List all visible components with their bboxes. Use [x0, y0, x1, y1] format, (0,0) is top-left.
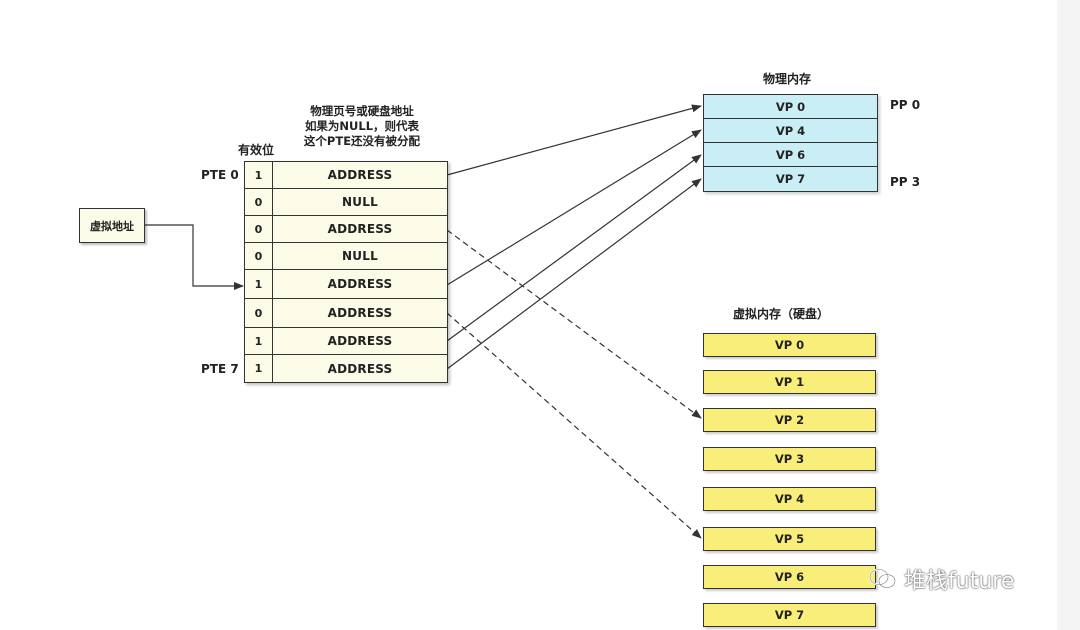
address-header-line-1: 物理页号或硬盘地址	[310, 104, 414, 118]
pte4-to-pp1-arrow	[446, 129, 702, 286]
pte5-to-disk-vp5-arrow	[446, 312, 702, 539]
pte-valid-bit: 1	[245, 328, 273, 354]
pte6-to-pp2-arrow	[446, 154, 702, 342]
pte-valid-bit: 1	[245, 162, 273, 188]
pte-address: ADDRESS	[327, 277, 393, 291]
virtual-address-box: 虚拟地址	[79, 208, 145, 243]
pte-address: NULL	[342, 249, 378, 263]
pte-valid-bit: 0	[245, 243, 273, 269]
pte-address: ADDRESS	[327, 168, 393, 182]
pte7-to-pp3-arrow	[446, 178, 702, 370]
disk-page: VP 4	[703, 487, 876, 511]
pte-row-5: 0 ADDRESS	[245, 299, 447, 328]
pte-valid-bit: 0	[245, 216, 273, 242]
pte-valid-bit: 1	[245, 355, 273, 382]
pte-address: ADDRESS	[327, 334, 393, 348]
pte-first-label: PTE 0	[201, 168, 239, 182]
pte-row-0: 1 ADDRESS	[245, 162, 447, 189]
pte-address: ADDRESS	[327, 306, 393, 320]
disk-page: VP 3	[703, 447, 876, 471]
disk-page: VP 5	[703, 527, 876, 551]
watermark-text: 堆栈future	[904, 569, 1015, 594]
physical-page: VP 7	[775, 172, 806, 186]
valid-bit-header: 有效位	[238, 143, 275, 157]
pte-row-4: 1 ADDRESS	[245, 270, 447, 299]
pte-address: NULL	[342, 195, 378, 209]
physical-memory: VP 0 VP 4 VP 6 VP 7	[703, 94, 878, 192]
disk-page: VP 2	[703, 408, 876, 432]
disk-page: VP 1	[703, 370, 876, 394]
physical-page: VP 6	[704, 143, 877, 167]
pp-last-label: PP 3	[890, 175, 921, 189]
address-header-line-3: 这个PTE还没有被分配	[303, 134, 421, 148]
pte-valid-bit: 0	[245, 299, 273, 327]
pte-row-7: 1 ADDRESS	[245, 355, 447, 382]
pte-row-1: 0 NULL	[245, 189, 447, 216]
disk-page: VP 7	[703, 603, 876, 627]
page-table: 1 ADDRESS 0 NULL 0 ADDRESS 0 NULL 1 ADDR…	[244, 161, 448, 383]
disk-page: VP 0	[703, 333, 876, 357]
pte0-to-pp0-arrow	[446, 104, 702, 176]
pte-address: ADDRESS	[327, 361, 393, 376]
va-to-pte4-arrow	[143, 224, 244, 290]
pte-row-6: 1 ADDRESS	[245, 328, 447, 355]
pte-valid-bit: 0	[245, 189, 273, 215]
disk-page: VP 6	[703, 565, 876, 589]
disk-memory-title: 虚拟内存（硬盘）	[733, 307, 830, 321]
pte-valid-bit: 1	[245, 270, 273, 298]
physical-page: VP 4	[704, 119, 877, 143]
pte-address: ADDRESS	[327, 222, 393, 236]
pp-first-label: PP 0	[890, 98, 921, 112]
wechat-logo-icon	[869, 568, 896, 589]
watermark: 堆栈future	[868, 563, 1014, 595]
pte-row-3: 0 NULL	[245, 243, 447, 270]
address-header-note: 物理页号或硬盘地址 如果为NULL，则代表 这个PTE还没有被分配	[282, 104, 442, 149]
address-header-line-2: 如果为NULL，则代表	[304, 119, 420, 133]
physical-page: VP 0	[704, 95, 877, 119]
pte-last-label: PTE 7	[201, 362, 239, 376]
physical-memory-title: 物理内存	[763, 72, 812, 86]
pte-row-2: 0 ADDRESS	[245, 216, 447, 243]
page-edge-strip	[1057, 0, 1080, 630]
pte2-to-disk-vp2-arrow	[446, 229, 702, 419]
